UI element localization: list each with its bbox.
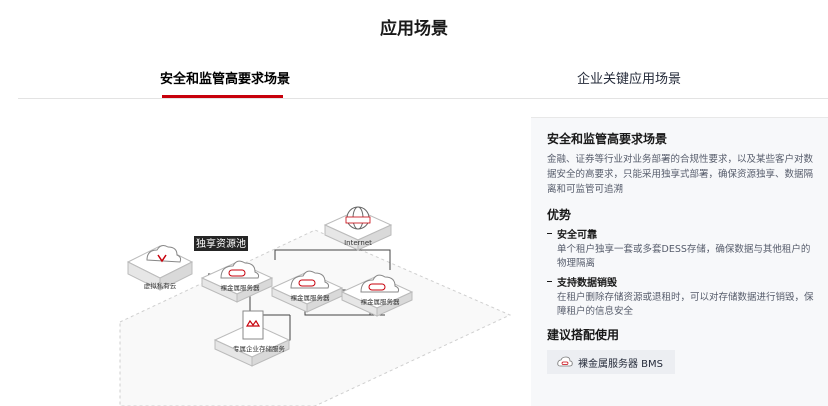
platform-outline: [119, 229, 512, 406]
tab-security-regulation[interactable]: 安全和监管高要求场景: [160, 72, 291, 87]
storage-node: 专属企业存储服务: [213, 310, 291, 367]
page-title: 应用场景: [380, 19, 448, 39]
bms-label-3: 裸金属服务器: [361, 297, 401, 306]
advantage-item: 支持数据销毁 在租户删除存储资源或退租时，可以对存储数据进行销毁，保障租户的信息…: [547, 274, 818, 319]
scenario-tabs: 安全和监管高要求场景 企业关键应用场景: [18, 58, 828, 99]
dash-icon: [547, 232, 552, 235]
advantage-text: 在租户删除存储资源或退租时，可以对存储数据进行销毁，保障租户的信息安全: [557, 292, 814, 317]
recommend-bms-link[interactable]: 裸金属服务器 BMS: [547, 350, 676, 374]
pool-label-bg: [194, 236, 248, 251]
bms-label-1: 裸金属服务器: [221, 283, 261, 292]
pool-label: 独享资源池: [196, 237, 246, 250]
dash-icon: [547, 280, 552, 283]
architecture-illustration: 独享资源池 虚拟私有云 Internet 裸金属服务器 裸金属服务器: [119, 206, 512, 406]
recommend-title: 建议搭配使用: [547, 328, 620, 342]
advantage-title: 支持数据销毁: [557, 278, 617, 289]
storage-label: 专属企业存储服务: [233, 344, 286, 353]
bms-node-1: 裸金属服务器: [200, 260, 274, 303]
advantages-title: 优势: [547, 208, 572, 222]
advantage-title: 安全可靠: [557, 230, 597, 241]
scenario-description: 金融、证券等行业对业务部署的合规性要求，以及某些客户对数据安全的高要求，只能采用…: [547, 154, 814, 195]
internet-node: Internet: [323, 206, 393, 251]
scenario-title: 安全和监管高要求场景: [547, 132, 668, 146]
scenario-detail-panel: 安全和监管高要求场景 金融、证券等行业对业务部署的合规性要求，以及某些客户对数据…: [531, 117, 828, 406]
active-tab-indicator: [162, 95, 283, 98]
advantage-item: 安全可靠 单个租户独享一套或多套DESS存储，确保数据与其他租户的物理隔离: [547, 226, 818, 271]
bms-node-2: 裸金属服务器: [270, 270, 344, 313]
recommend-item-label: 裸金属服务器 BMS: [578, 358, 664, 370]
cloud-server-icon: [557, 356, 573, 367]
private-cloud-label: 虚拟私有云: [144, 281, 177, 290]
tab-enterprise-critical[interactable]: 企业关键应用场景: [577, 72, 682, 87]
internet-label: Internet: [344, 239, 372, 247]
bms-node-3: 裸金属服务器: [340, 274, 414, 317]
bms-label-2: 裸金属服务器: [291, 293, 331, 302]
private-cloud-node: 虚拟私有云: [126, 245, 194, 291]
advantage-text: 单个租户独享一套或多套DESS存储，确保数据与其他租户的物理隔离: [557, 244, 811, 269]
